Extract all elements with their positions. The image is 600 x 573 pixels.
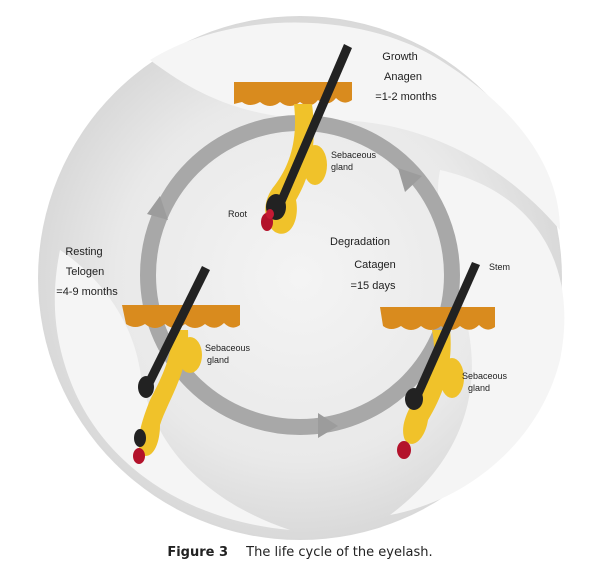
root-label: Root <box>228 209 248 219</box>
anagen-gland-label: gland <box>331 162 353 172</box>
catagen-sebaceous-label: Sebaceous <box>462 371 508 381</box>
catagen-label: Catagen <box>354 259 396 271</box>
figure-number: Figure 3 <box>167 545 229 560</box>
cycle-arrow-right-icon <box>398 168 422 192</box>
anagen-sebaceous-label: Sebaceous <box>331 150 377 160</box>
figure-caption-text: The life cycle of the eyelash. <box>246 545 433 560</box>
eyelash-cycle-diagram: Growth Anagen =1-2 months Degradation Ca… <box>38 16 562 540</box>
catagen-duration: =15 days <box>351 280 396 292</box>
catagen-follicle <box>380 262 495 459</box>
telogen-sebaceous-label: Sebaceous <box>205 343 251 353</box>
anagen-duration: =1-2 months <box>375 91 437 103</box>
catagen-gland-label: gland <box>468 383 490 393</box>
stem-label: Stem <box>489 262 510 272</box>
degradation-label: Degradation <box>330 236 390 248</box>
telogen-label: Telogen <box>66 266 105 278</box>
telogen-duration: =4-9 months <box>56 286 118 298</box>
figure-caption: Figure 3 The life cycle of the eyelash. <box>0 545 600 560</box>
resting-label: Resting <box>65 246 102 258</box>
growth-label: Growth <box>382 51 417 63</box>
telogen-follicle <box>122 266 240 464</box>
telogen-gland-label: gland <box>207 355 229 365</box>
cycle-arrow-left-icon <box>147 196 168 220</box>
anagen-label: Anagen <box>384 71 422 83</box>
cycle-arrow-bottom-icon <box>318 413 338 438</box>
anagen-follicle <box>234 44 352 234</box>
